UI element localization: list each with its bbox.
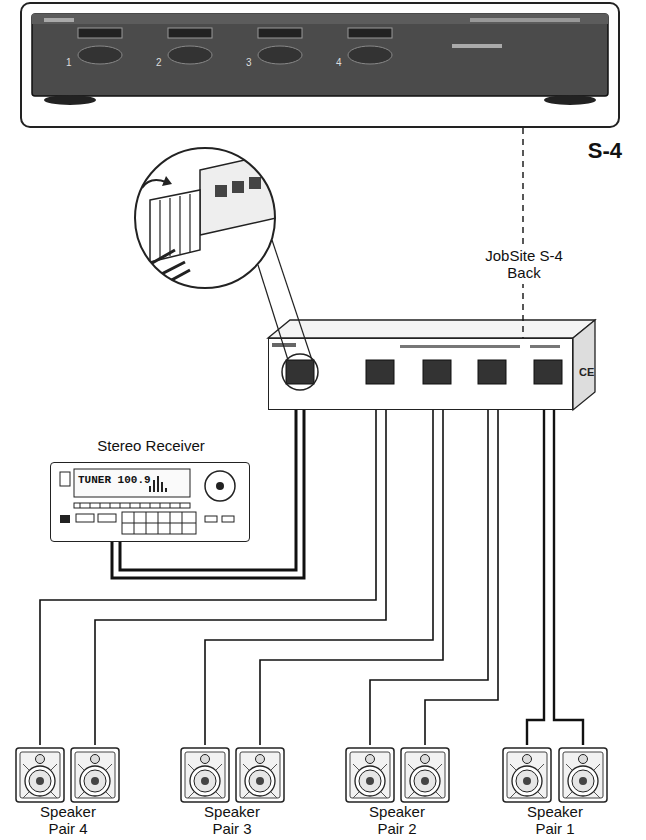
speaker-pair: Speaker Pair 3 [175,745,290,803]
panel-title: JobSite S-4 Back [469,245,579,284]
button-number: 3 [246,57,252,69]
receiver-wire [112,410,304,578]
speaker-wire [40,410,386,745]
connector-inset [135,148,312,360]
back-panel-body [268,320,595,410]
speaker-label: Speaker Pair 3 [194,803,270,838]
button-number: 2 [156,57,162,69]
back-panel: JobSite S-4 Back [268,338,573,410]
speaker-pair: Speaker Pair 4 [12,745,124,803]
speaker-wire [205,410,443,745]
receiver-details [60,469,235,534]
front-panel: S-4 [20,2,620,128]
receiver-title: Stereo Receiver [51,437,251,454]
speaker-pair: Speaker Pair 1 [498,745,612,803]
stereo-receiver: Stereo ReceiverTUNER 100.9 [50,462,250,542]
terminal-blocks [286,360,562,384]
button-number: 4 [336,57,342,69]
speaker-pair: Speaker Pair 2 [340,745,455,803]
button-number: 1 [66,57,72,69]
ce-mark: CE [579,366,594,379]
speakers [16,748,607,802]
dashed-link [522,128,523,338]
front-panel-device [32,14,608,105]
speaker-label: Speaker Pair 4 [30,803,106,838]
speaker-label: Speaker Pair 2 [359,803,435,838]
display-text: TUNER 100.9 [78,474,170,487]
speaker-wire [527,410,583,745]
speaker-wire [370,410,498,745]
speaker-label: Speaker Pair 1 [517,803,593,838]
device-title: S-4 [522,138,622,163]
